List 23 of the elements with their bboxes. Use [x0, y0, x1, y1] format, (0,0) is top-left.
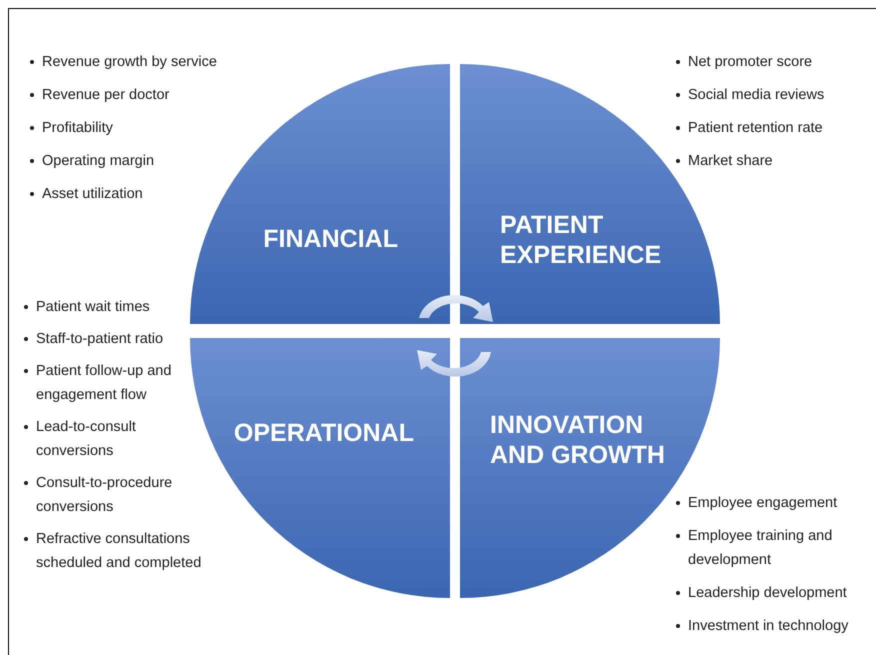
quadrant-title: FINANCIAL [262, 224, 398, 254]
list-item: Consult-to-procedure conversions [36, 474, 174, 517]
list-item: Refractive consultations scheduled and completed [36, 530, 202, 573]
list-item: Patient retention rate [688, 119, 823, 138]
list-item: Asset utilization [42, 185, 143, 204]
list-item: Revenue growth by service [42, 53, 217, 72]
list-item: Employee training and development [688, 527, 834, 570]
quadrant-title: INNOVATION AND GROWTH [490, 410, 666, 470]
list-item: Net promoter score [688, 53, 812, 72]
list-item: Patient wait times [36, 298, 150, 317]
list-item: Market share [688, 152, 773, 171]
list-item: Leadership development [688, 584, 847, 603]
quadrant-title: PATIENT EXPERIENCE [500, 210, 662, 270]
list-item: Social media reviews [688, 86, 824, 105]
list-item: Revenue per doctor [42, 86, 170, 105]
quadrant-title: OPERATIONAL [232, 418, 414, 448]
list-item: Employee engagement [688, 494, 838, 513]
list-item: Patient follow-up and engagement flow [36, 362, 172, 405]
list-item: Profitability [42, 119, 113, 138]
list-item: Operating margin [42, 152, 154, 171]
list-item: Lead-to-consult conversions [36, 418, 137, 461]
list-item: Investment in technology [688, 617, 848, 636]
list-item: Staff-to-patient ratio [36, 330, 164, 349]
